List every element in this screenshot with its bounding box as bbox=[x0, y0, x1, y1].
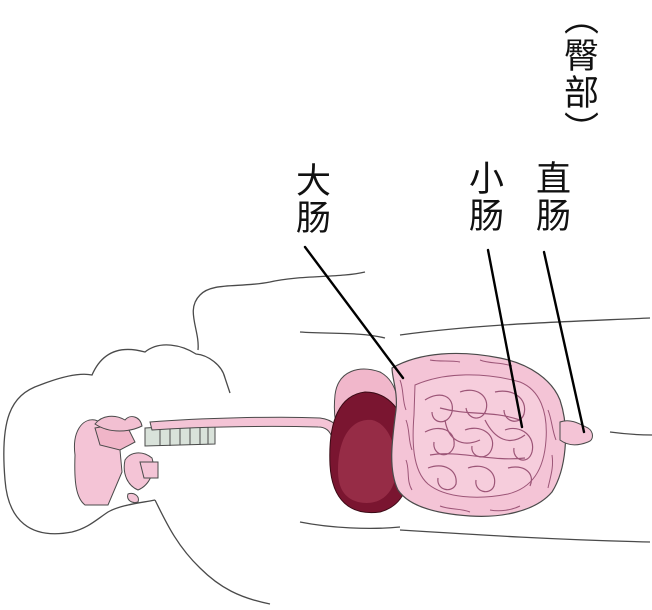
label-large-intestine: 大肠 bbox=[292, 162, 327, 236]
rectum bbox=[560, 421, 593, 445]
leader-large-intestine bbox=[305, 247, 403, 378]
label-small-intestine: 小肠 bbox=[465, 160, 500, 234]
label-rectum-note: （臀部） bbox=[560, 0, 595, 148]
label-rectum: 直肠 bbox=[532, 160, 567, 234]
